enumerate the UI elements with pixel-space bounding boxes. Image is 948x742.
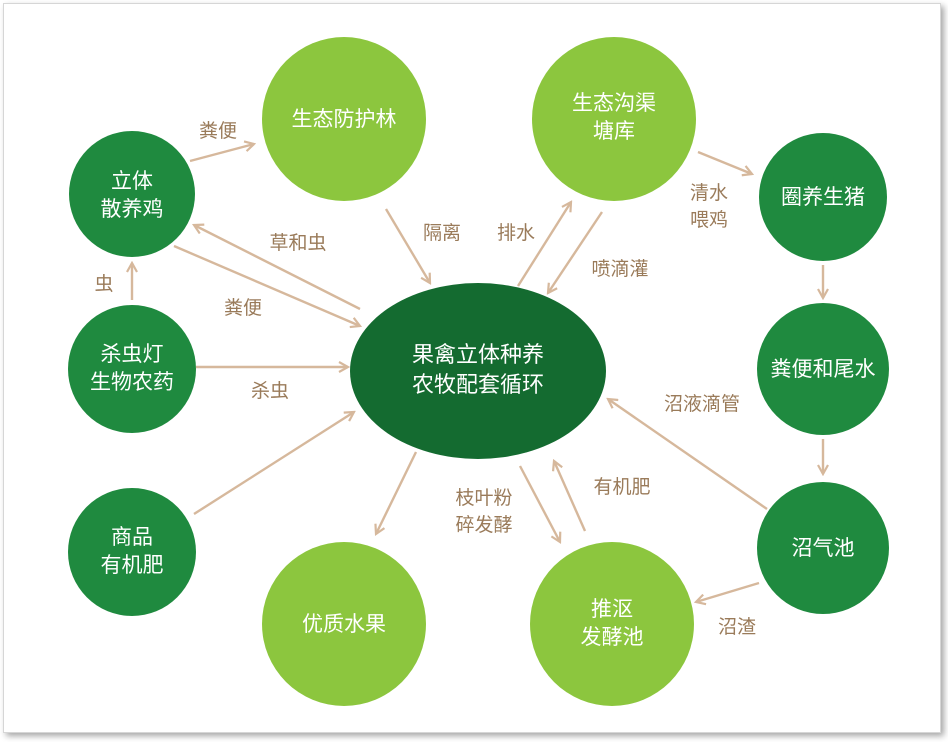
cycle-diagram: 粪便 草和虫 粪便 虫 杀虫 隔离 排水 喷滴灌 清水 喂鸡 沼液滴管 沼渣 有…: [68, 37, 889, 706]
node-chicken-line1: 立体: [111, 169, 153, 193]
node-manure-circle: [757, 303, 889, 435]
arrow-compost-to-center: [554, 461, 587, 532]
node-ditch-line1: 生态沟渠: [572, 91, 656, 115]
node-biogas-circle: [757, 482, 889, 614]
node-pig: 圈养生猪: [759, 133, 887, 261]
node-pest-line1: 杀虫灯: [101, 342, 164, 366]
label-center-to-compost-2: 碎发酵: [455, 514, 512, 536]
node-compost-line1: 推沤: [591, 597, 633, 621]
arrow-center-to-chicken: [194, 225, 361, 311]
arrow-biogas-to-center: [608, 399, 768, 510]
node-biogas: 沼气池: [757, 482, 889, 614]
node-biogas-line1: 沼气池: [792, 536, 855, 560]
label-center-to-ditch: 排水: [497, 222, 535, 244]
node-fertilizer: 商品 有机肥: [68, 488, 196, 616]
arrow-center-to-fruit: [376, 451, 418, 534]
node-pig-circle: [759, 133, 887, 261]
arrow-fertilizer-to-center: [193, 412, 354, 516]
label-chicken-to-center: 粪便: [224, 297, 262, 319]
diagram-frame: 粪便 草和虫 粪便 虫 杀虫 隔离 排水 喷滴灌 清水 喂鸡 沼液滴管 沼渣 有…: [3, 3, 941, 733]
node-ditch-line2: 塘库: [593, 119, 635, 143]
node-chicken: 立体 散养鸡: [69, 131, 195, 257]
label-center-to-compost-1: 枝叶粉: [455, 487, 512, 509]
node-chicken-circle: [69, 131, 195, 257]
node-compost: 推沤 发酵池: [530, 542, 694, 706]
label-pest-to-center: 杀虫: [251, 380, 289, 402]
node-chicken-line2: 散养鸡: [101, 197, 164, 221]
center-node: 果禽立体种养 农牧配套循环: [350, 283, 606, 459]
label-forest-to-center: 隔离: [423, 222, 461, 244]
node-forest-circle: [262, 37, 426, 201]
node-fertilizer-line2: 有机肥: [101, 553, 164, 577]
node-fruit-line1: 优质水果: [302, 612, 386, 636]
node-forest-line1: 生态防护林: [292, 107, 397, 131]
center-ellipse: [350, 283, 606, 459]
center-line2: 农牧配套循环: [412, 373, 544, 398]
node-pest-line2: 生物农药: [90, 370, 174, 394]
arrow-ditch-to-center: [548, 211, 603, 293]
node-compost-circle: [530, 542, 694, 706]
label-biogas-to-center: 沼液滴管: [664, 393, 740, 415]
node-fertilizer-circle: [68, 488, 196, 616]
label-ditch-to-pig-1: 清水: [690, 182, 728, 204]
arrow-biogas-to-compost: [696, 581, 760, 602]
node-fertilizer-line1: 商品: [111, 525, 153, 549]
edge-labels: 粪便 草和虫 粪便 虫 杀虫 隔离 排水 喷滴灌 清水 喂鸡 沼液滴管 沼渣 有…: [94, 120, 756, 638]
label-ditch-to-center: 喷滴灌: [591, 258, 648, 280]
label-center-to-chicken: 草和虫: [269, 232, 326, 254]
node-pig-line1: 圈养生猪: [781, 185, 865, 209]
arrow-forest-to-center: [384, 208, 430, 283]
arrows: [132, 144, 823, 602]
arrow-center-to-compost: [518, 465, 560, 542]
node-compost-line2: 发酵池: [581, 625, 644, 649]
node-ditch-circle: [532, 37, 696, 201]
arrow-chicken-to-forest: [189, 144, 254, 163]
label-ditch-to-pig-2: 喂鸡: [690, 209, 728, 231]
arrow-center-to-ditch: [516, 202, 571, 287]
label-pest-to-chicken: 虫: [94, 273, 113, 295]
label-compost-to-center: 有机肥: [593, 476, 650, 498]
node-manure: 粪便和尾水: [757, 303, 889, 435]
arrow-chicken-to-center: [173, 244, 360, 326]
node-pest: 杀虫灯 生物农药: [68, 305, 196, 433]
node-manure-line1: 粪便和尾水: [771, 357, 876, 381]
arrow-ditch-to-pig: [697, 150, 752, 174]
center-line1: 果禽立体种养: [412, 343, 544, 368]
node-fruit-circle: [262, 542, 426, 706]
label-biogas-to-compost: 沼渣: [718, 616, 756, 638]
node-forest: 生态防护林: [262, 37, 426, 201]
label-chicken-to-forest: 粪便: [199, 120, 237, 142]
node-ditch: 生态沟渠 塘库: [532, 37, 696, 201]
node-pest-circle: [68, 305, 196, 433]
node-fruit: 优质水果: [262, 542, 426, 706]
